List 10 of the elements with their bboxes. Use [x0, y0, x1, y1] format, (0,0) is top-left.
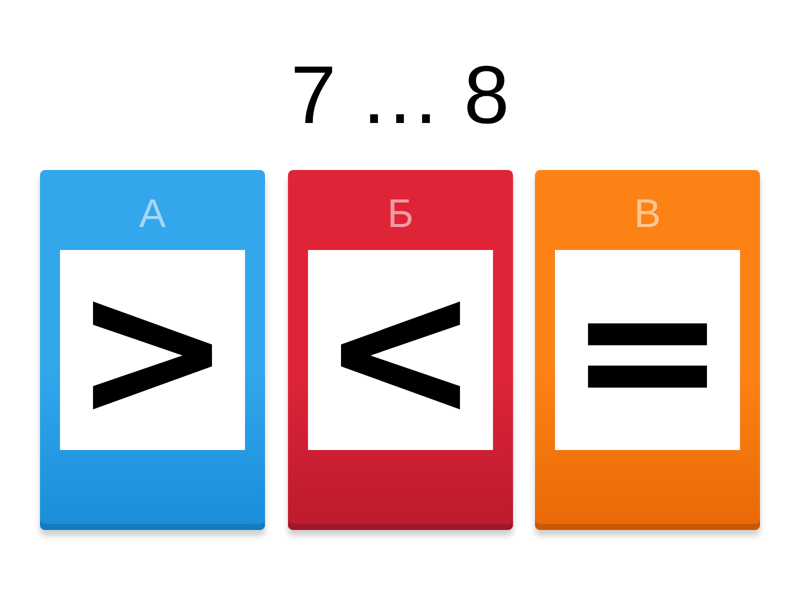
option-letter: А — [138, 192, 167, 236]
answer-card — [40, 170, 265, 530]
comparison-sign: > — [72, 255, 232, 445]
title: 7 … 8 — [290, 49, 510, 143]
option-letter: В — [633, 192, 662, 236]
comparison-sign: < — [320, 255, 480, 445]
comparison-sign: = — [568, 255, 728, 445]
answer-card — [288, 170, 513, 530]
answer-card — [535, 170, 760, 530]
option-letter: Б — [386, 192, 415, 236]
